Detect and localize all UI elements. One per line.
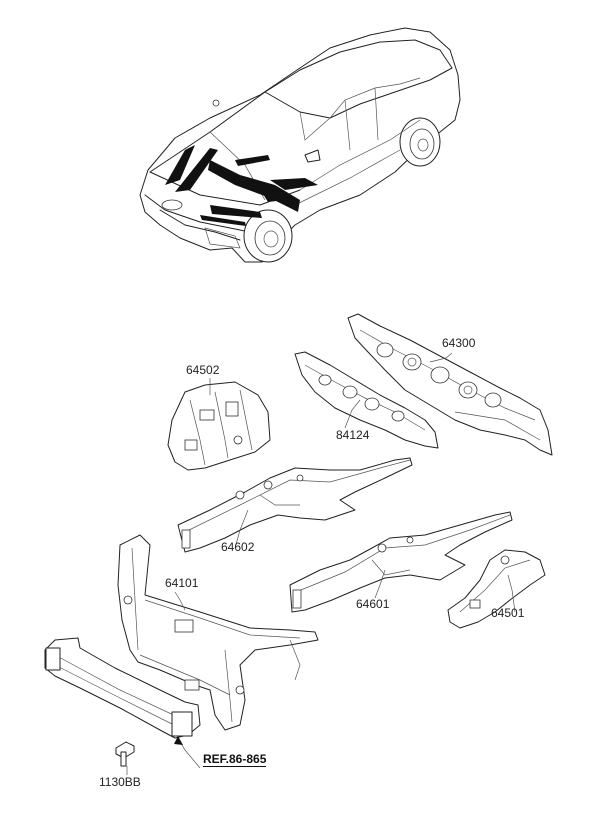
label-64300: 64300 (442, 336, 476, 350)
bolt-1130bb (115, 741, 135, 767)
car-illustration (139, 27, 461, 263)
part-64502-apron (167, 381, 271, 471)
part-64300-dash-panel (347, 313, 553, 456)
part-84124-insulator (294, 351, 439, 449)
part-64601-side-member (289, 511, 513, 613)
label-64601: 64601 (356, 597, 390, 611)
ref-link-86-865[interactable]: REF.86-865 (203, 752, 267, 767)
label-64101: 64101 (165, 576, 199, 590)
part-64101-carrier (117, 534, 319, 731)
label-84124: 84124 (336, 428, 370, 442)
label-64501: 64501 (491, 606, 525, 620)
part-64602-side-member (177, 457, 413, 553)
label-64602: 64602 (221, 540, 255, 554)
label-1130bb: 1130BB (99, 775, 141, 789)
part-64501-apron (447, 549, 546, 629)
label-64502: 64502 (186, 363, 220, 377)
bumper-beam (44, 637, 201, 739)
leader-lines (126, 352, 516, 775)
